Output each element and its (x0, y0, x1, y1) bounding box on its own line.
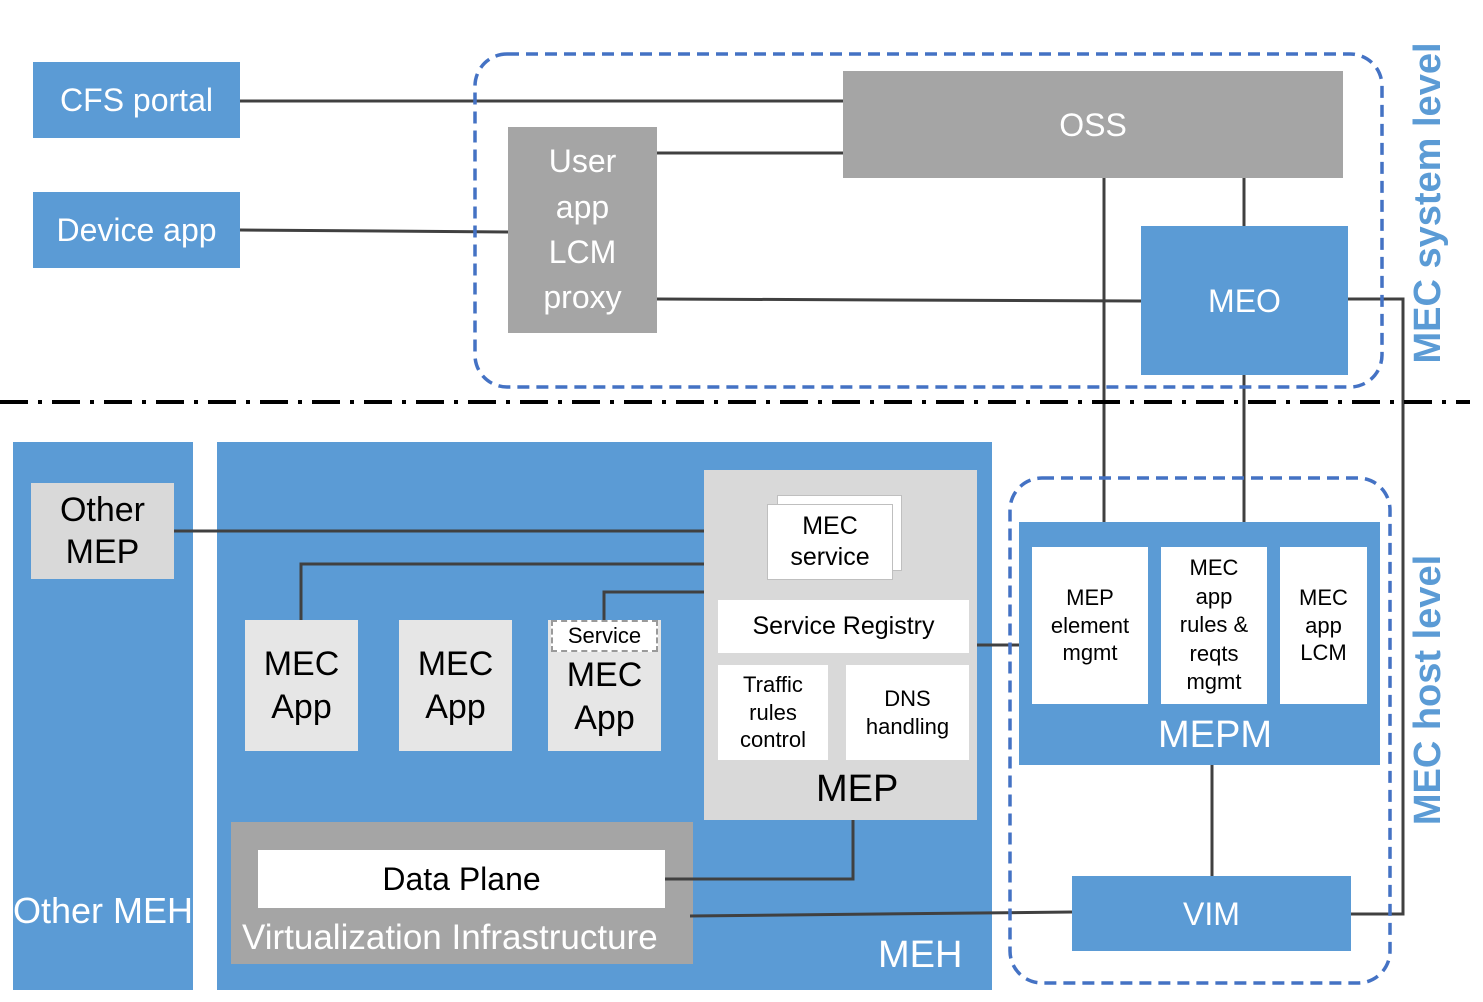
traffic-rules-control: Traffic rules control (718, 665, 828, 760)
mec-system-level-label: MEC system level (1406, 42, 1449, 364)
service-registry: Service Registry (718, 600, 969, 653)
cfs-portal: CFS portal (33, 62, 240, 138)
oss: OSS (843, 71, 1343, 178)
mec-service: MEC service (767, 504, 893, 580)
mep-label: MEP (816, 768, 899, 810)
user-app-lcm-proxy: User app LCM proxy (508, 127, 657, 333)
mep-element-mgmt: MEP element mgmt (1032, 547, 1148, 704)
mec-app-1: MEC App (245, 620, 358, 751)
meo: MEO (1141, 226, 1348, 375)
service-tag: Service (551, 620, 658, 652)
data-plane: Data Plane (258, 850, 665, 908)
virtualization-infrastructure-label: Virtualization Infrastructure (242, 918, 658, 957)
mec-app-rules-reqts-mgmt: MEC app rules & reqts mgmt (1161, 547, 1267, 704)
mec-host-level-label: MEC host level (1406, 554, 1449, 826)
other-mep: Other MEP (31, 483, 174, 579)
other-meh-label: Other MEH (13, 890, 194, 931)
device-app: Device app (33, 192, 240, 268)
mepm-label: MEPM (1158, 714, 1272, 756)
meh-label: MEH (878, 934, 963, 976)
mec-app-2: MEC App (399, 620, 512, 751)
mec-app-lcm: MEC app LCM (1280, 547, 1367, 704)
vim: VIM (1072, 876, 1351, 951)
dns-handling: DNS handling (846, 665, 969, 760)
